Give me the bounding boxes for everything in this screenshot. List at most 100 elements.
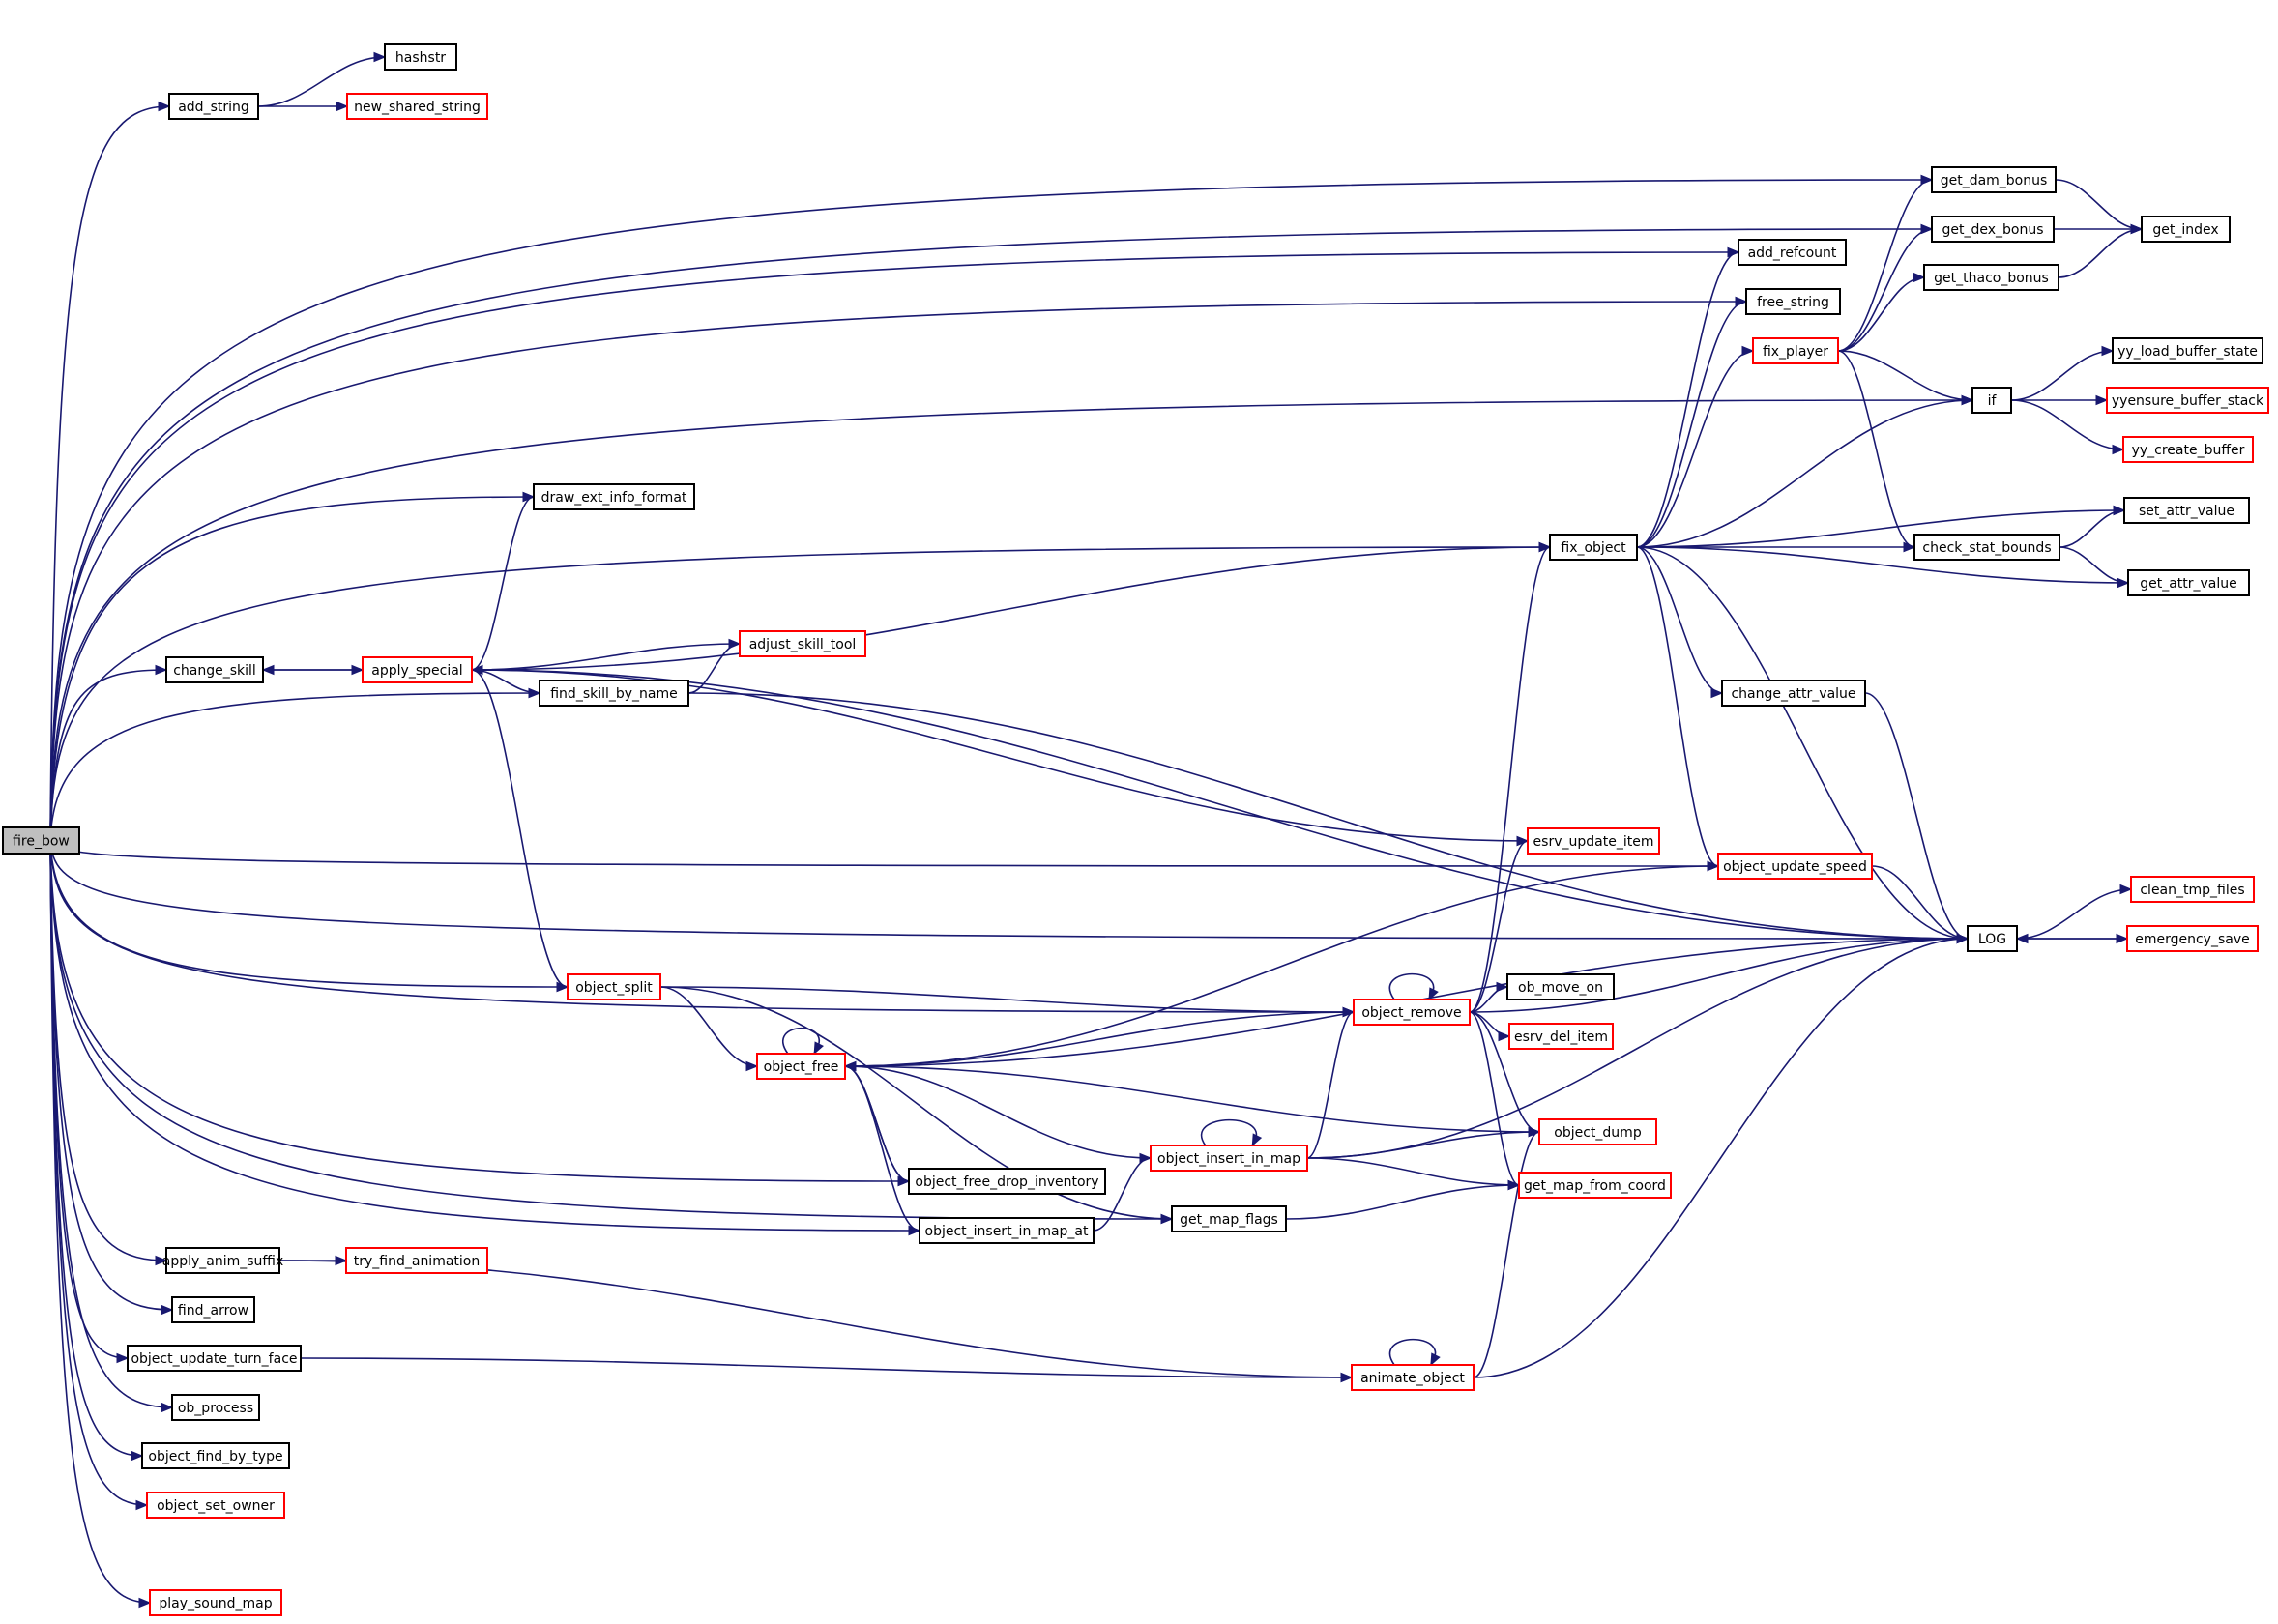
- node-draw-ext-info-format[interactable]: draw_ext_info_format: [533, 483, 695, 510]
- node-get-map-flags[interactable]: get_map_flags: [1171, 1205, 1287, 1232]
- node-change-skill[interactable]: change_skill: [165, 656, 264, 683]
- node-new-shared-string[interactable]: new_shared_string: [346, 93, 488, 120]
- node-object-update-speed[interactable]: object_update_speed: [1717, 853, 1873, 880]
- edge-object_insert_in_map-to-get_map_from_coord: [1306, 1157, 1521, 1191]
- node-adjust-skill-tool[interactable]: adjust_skill_tool: [739, 630, 866, 657]
- edge-apply_special-to-change_skill: [261, 664, 364, 676]
- edge-object_split-to-get_map_flags: [659, 986, 1174, 1225]
- node-label: esrv_del_item: [1514, 1030, 1608, 1045]
- node-apply-special[interactable]: apply_special: [362, 656, 473, 683]
- edge-fire_bow-to-object_insert_in_map_at: [49, 840, 921, 1236]
- node-get-attr-value[interactable]: get_attr_value: [2127, 569, 2250, 596]
- node-get-map-from-coord[interactable]: get_map_from_coord: [1518, 1172, 1672, 1199]
- node-play-sound-map[interactable]: play_sound_map: [149, 1589, 282, 1616]
- node-yy-load-buffer-state[interactable]: yy_load_buffer_state: [2112, 337, 2263, 364]
- node-fix-object[interactable]: fix_object: [1549, 534, 1638, 561]
- node-label: check_stat_bounds: [1922, 540, 2051, 556]
- node-label: try_find_animation: [354, 1254, 480, 1269]
- node-label: add_string: [178, 100, 249, 115]
- node-animate-object[interactable]: animate_object: [1351, 1364, 1475, 1391]
- node-label: play_sound_map: [159, 1596, 272, 1611]
- node-check-stat-bounds[interactable]: check_stat_bounds: [1913, 534, 2060, 561]
- node-box: [1923, 264, 2059, 291]
- node-box: [1931, 166, 2057, 193]
- node-object-free-drop-inventory[interactable]: object_free_drop_inventory: [908, 1168, 1106, 1195]
- edge-fire_bow-to-play_sound_map: [49, 840, 152, 1609]
- node-get-thaco-bonus[interactable]: get_thaco_bonus: [1923, 264, 2059, 291]
- node-ob-process[interactable]: ob_process: [171, 1394, 260, 1421]
- node-object-free[interactable]: object_free: [756, 1053, 846, 1080]
- node-object-split[interactable]: object_split: [567, 973, 661, 1000]
- node-label: apply_special: [371, 663, 462, 679]
- edge-apply_anim_suffix-to-animate_object: [278, 1260, 1354, 1383]
- node-object-update-turn-face[interactable]: object_update_turn_face: [127, 1345, 302, 1372]
- node-get-dex-bonus[interactable]: get_dex_bonus: [1931, 216, 2055, 243]
- node-label: fix_object: [1561, 540, 1626, 556]
- edge-LOG-to-clean_tmp_files: [2016, 884, 2133, 940]
- node-emergency-save[interactable]: emergency_save: [2126, 925, 2259, 952]
- node-esrv-update-item[interactable]: esrv_update_item: [1527, 827, 1660, 855]
- node-log[interactable]: LOG: [1967, 925, 2018, 952]
- node-label: object_find_by_type: [148, 1449, 282, 1464]
- edge-fire_bow-to-add_refcount: [49, 246, 1740, 841]
- edge-fire_bow-to-ob_process: [49, 840, 174, 1413]
- node-get-dam-bonus[interactable]: get_dam_bonus: [1931, 166, 2057, 193]
- node-change-attr-value[interactable]: change_attr_value: [1721, 680, 1866, 707]
- node-if[interactable]: if: [1971, 387, 2012, 414]
- node-yyensure-buffer-stack[interactable]: yyensure_buffer_stack: [2106, 387, 2269, 414]
- node-box: [345, 1247, 488, 1274]
- node-add-string[interactable]: add_string: [168, 93, 259, 120]
- node-box: [168, 93, 259, 120]
- node-box: [1931, 216, 2055, 243]
- node-label: ob_process: [178, 1401, 253, 1416]
- node-try-find-animation[interactable]: try_find_animation: [345, 1247, 488, 1274]
- edge-fire_bow-to-object_set_owner: [49, 840, 149, 1511]
- node-object-remove[interactable]: object_remove: [1353, 999, 1471, 1026]
- node-yy-create-buffer[interactable]: yy_create_buffer: [2122, 436, 2254, 463]
- node-box: [1508, 1023, 1614, 1050]
- node-box: [1538, 1118, 1657, 1146]
- node-box: [127, 1345, 302, 1372]
- node-object-insert-in-map-at[interactable]: object_insert_in_map_at: [919, 1217, 1095, 1244]
- node-object-find-by-type[interactable]: object_find_by_type: [141, 1442, 290, 1469]
- node-add-refcount[interactable]: add_refcount: [1738, 239, 1847, 266]
- node-box: [1738, 239, 1847, 266]
- node-label: object_insert_in_map_at: [925, 1224, 1090, 1239]
- node-fire-bow[interactable]: fire_bow: [2, 826, 80, 855]
- node-box: [1745, 288, 1841, 315]
- edge-object_free-to-object_dump: [844, 1065, 1541, 1138]
- node-object-set-owner[interactable]: object_set_owner: [146, 1492, 285, 1519]
- node-ob-move-on[interactable]: ob_move_on: [1506, 973, 1615, 1000]
- node-box: [2123, 497, 2250, 524]
- node-clean-tmp-files[interactable]: clean_tmp_files: [2130, 876, 2255, 903]
- node-get-index[interactable]: get_index: [2141, 216, 2231, 243]
- node-box: [739, 630, 866, 657]
- node-free-string[interactable]: free_string: [1745, 288, 1841, 315]
- node-object-insert-in-map[interactable]: object_insert_in_map: [1150, 1145, 1308, 1172]
- edge-object_insert_in_map_at-to-object_insert_in_map: [1093, 1152, 1153, 1232]
- node-find-skill-by-name[interactable]: find_skill_by_name: [539, 680, 689, 707]
- node-set-attr-value[interactable]: set_attr_value: [2123, 497, 2250, 524]
- node-label: clean_tmp_files: [2140, 883, 2244, 898]
- node-box: [2130, 876, 2255, 903]
- node-label: object_remove: [1361, 1005, 1461, 1021]
- node-hashstr[interactable]: hashstr: [384, 44, 457, 71]
- node-box: [2112, 337, 2263, 364]
- node-esrv-del-item[interactable]: esrv_del_item: [1508, 1023, 1614, 1050]
- node-label: change_attr_value: [1731, 686, 1855, 702]
- node-box: [1171, 1205, 1287, 1232]
- node-label: object_update_speed: [1723, 859, 1867, 875]
- edge-apply_special-to-LOG: [471, 669, 1970, 944]
- node-find-arrow[interactable]: find_arrow: [171, 1296, 255, 1323]
- node-label: fire_bow: [13, 834, 70, 850]
- node-fix-player[interactable]: fix_player: [1752, 337, 1839, 364]
- node-label: draw_ext_info_format: [541, 490, 687, 506]
- node-object-dump[interactable]: object_dump: [1538, 1118, 1657, 1146]
- edge-fire_bow-to-if: [49, 394, 1974, 841]
- node-label: change_skill: [173, 663, 256, 679]
- node-apply-anim-suffix[interactable]: apply_anim_suffix: [162, 1247, 284, 1274]
- node-box: [1913, 534, 2060, 561]
- edge-fire_bow-to-add_string: [49, 101, 171, 841]
- node-box: [1971, 387, 2012, 414]
